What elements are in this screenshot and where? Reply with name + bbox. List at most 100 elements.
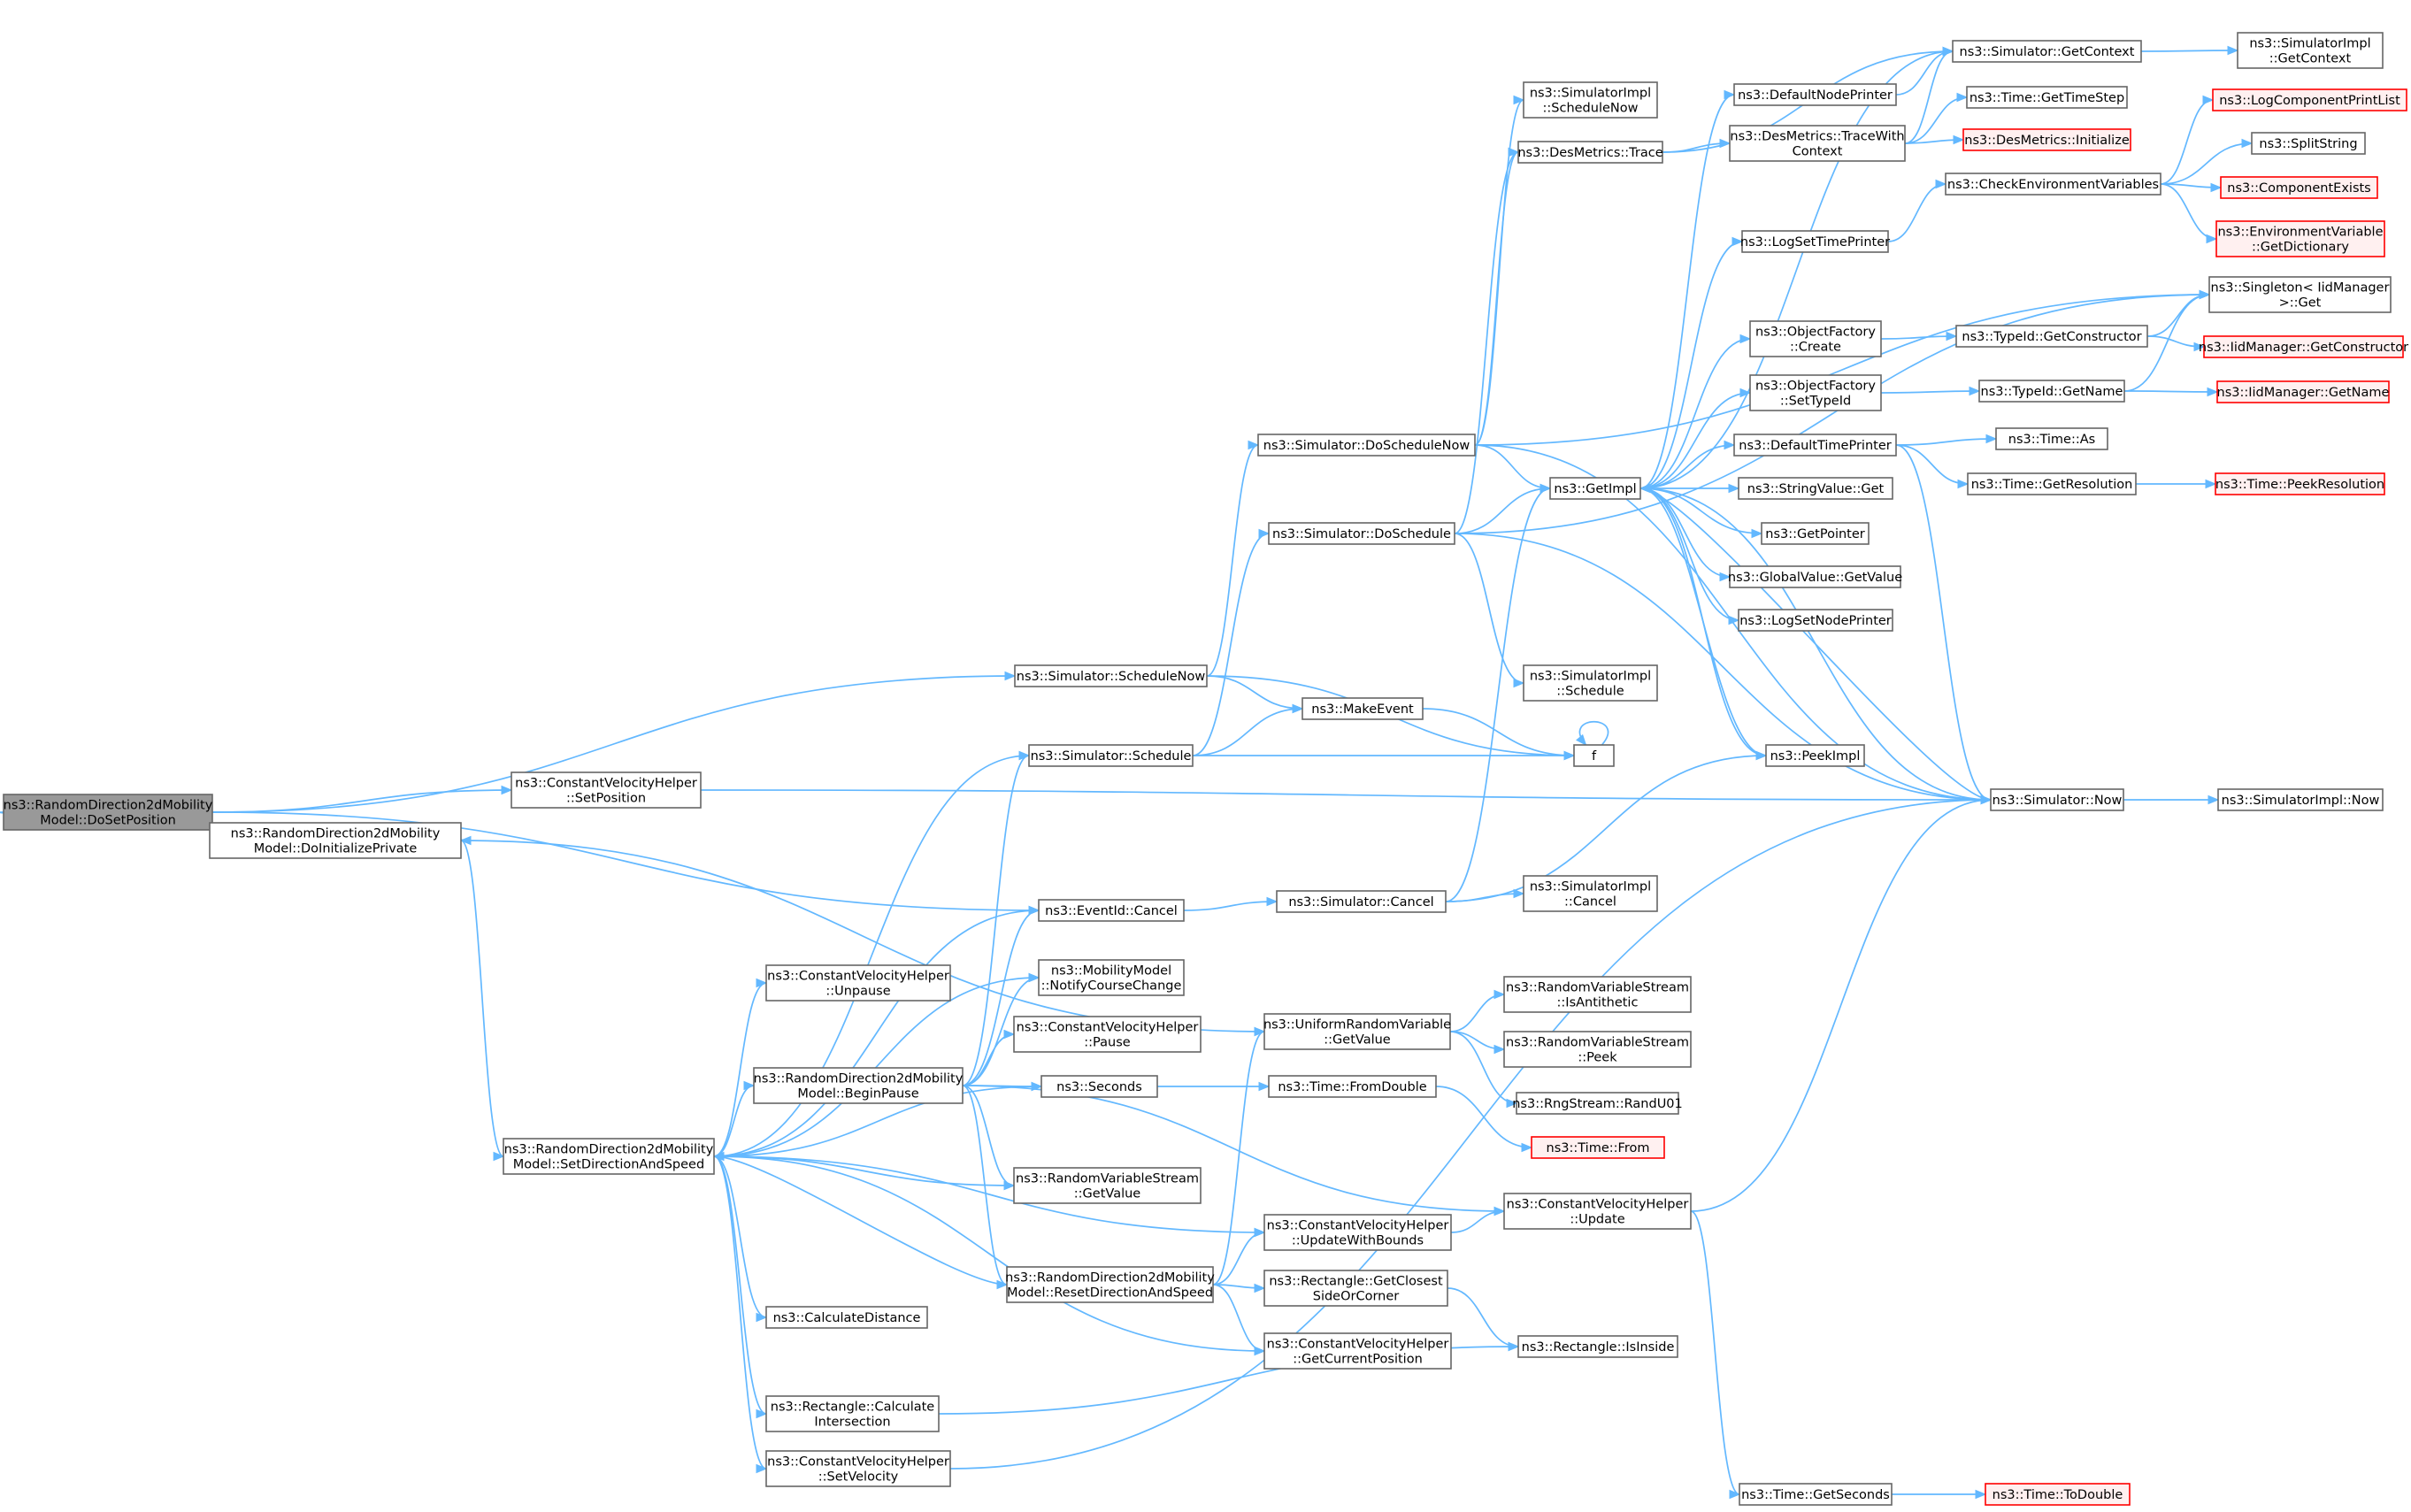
node-cvh-update[interactable]: ns3::ConstantVelocityHelper::Update	[1503, 1193, 1692, 1230]
edge-cvh_updbounds-to-cvh_update	[1450, 1206, 1506, 1233]
node-dosetpos[interactable]: ns3::RandomDirection2dMobilityModel::DoS…	[3, 794, 213, 831]
node-compexists[interactable]: ns3::ComponentExists	[2220, 176, 2378, 199]
node-stringvalue-get[interactable]: ns3::StringValue::Get	[1738, 477, 1893, 500]
node-logsettimeprinter[interactable]: ns3::LogSetTimePrinter	[1740, 230, 1890, 253]
node-box	[1966, 86, 2128, 109]
node-defnodeprinter[interactable]: ns3::DefaultNodePrinter	[1733, 83, 1897, 106]
node-time-gettimestep[interactable]: ns3::Time::GetTimeStep	[1966, 86, 2128, 109]
node-time-getseconds[interactable]: ns3::Time::GetSeconds	[1739, 1483, 1893, 1506]
node-cvh-setvel[interactable]: ns3::ConstantVelocityHelper::SetVelocity	[765, 1450, 951, 1487]
node-globalvalue-get[interactable]: ns3::GlobalValue::GetValue	[1728, 565, 1902, 588]
node-label: ::Peek	[1578, 1051, 1617, 1065]
node-box	[1955, 325, 2148, 348]
node-typeid-getctor[interactable]: ns3::TypeId::GetConstructor	[1955, 325, 2148, 348]
edge-arrowhead	[1957, 479, 1969, 489]
edge-line	[962, 755, 1030, 1086]
node-label: ::Unpause	[825, 985, 890, 999]
node-simimpl-sched[interactable]: ns3::SimulatorImpl::Schedule	[1523, 664, 1658, 702]
node-dosched[interactable]: ns3::Simulator::DoSchedule	[1268, 522, 1455, 545]
edge-line	[1474, 444, 1551, 489]
node-mm-notify[interactable]: ns3::MobilityModel::NotifyCourseChange	[1038, 959, 1185, 996]
node-simimpl-getcontext[interactable]: ns3::SimulatorImpl::GetContext	[2237, 32, 2384, 69]
node-cvh-pause[interactable]: ns3::ConstantVelocityHelper::Pause	[1013, 1016, 1202, 1053]
node-time-as[interactable]: ns3::Time::As	[1995, 427, 2108, 450]
node-urv-getvalue[interactable]: ns3::UniformRandomVariable::GetValue	[1263, 1013, 1451, 1050]
node-typeid-getname[interactable]: ns3::TypeId::GetName	[1978, 380, 2125, 403]
node-getpointer[interactable]: ns3::GetPointer	[1761, 522, 1870, 545]
node-f[interactable]: f	[1573, 744, 1615, 767]
edge-line	[1639, 50, 1954, 489]
node-time-todouble[interactable]: ns3::Time::ToDouble	[1985, 1483, 2131, 1506]
node-singleton-get[interactable]: ns3::Singleton< IidManager>::Get	[2208, 276, 2392, 313]
edge-arrowhead	[1254, 1227, 1266, 1238]
node-objfactory-settypeid[interactable]: ns3::ObjectFactory::SetTypeId	[1749, 374, 1882, 411]
edge-line	[1639, 444, 1735, 489]
edge-dosetpos-to-schednow	[211, 671, 1017, 813]
node-cvh-unpause[interactable]: ns3::ConstantVelocityHelper::Unpause	[765, 964, 951, 1002]
node-makeevent[interactable]: ns3::MakeEvent	[1301, 697, 1424, 720]
node-calcdist[interactable]: ns3::CalculateDistance	[765, 1306, 928, 1329]
node-logsetnodeprinter[interactable]: ns3::LogSetNodePrinter	[1738, 609, 1893, 632]
node-iid-getctor[interactable]: ns3::IidManager::GetConstructor	[2199, 335, 2408, 358]
edge-line	[1639, 487, 1731, 578]
edge-doinit-to-setdir	[460, 840, 505, 1162]
node-fromdouble[interactable]: ns3::Time::FromDouble	[1268, 1075, 1437, 1098]
node-label: ns3::Simulator::Cancel	[1288, 895, 1433, 910]
node-peekimpl[interactable]: ns3::PeekImpl	[1765, 744, 1865, 767]
node-setdir[interactable]: ns3::RandomDirection2dMobilityModel::Set…	[503, 1138, 715, 1175]
edge-time_getres-to-time_peekres	[2136, 479, 2217, 489]
node-checkenv[interactable]: ns3::CheckEnvironmentVariables	[1945, 173, 2161, 196]
node-label: ns3::Simulator::Now	[1993, 794, 2123, 808]
node-simsched[interactable]: ns3::Simulator::Schedule	[1028, 744, 1194, 767]
node-splitstring[interactable]: ns3::SplitString	[2251, 132, 2366, 155]
node-cvh-getpos[interactable]: ns3::ConstantVelocityHelper::GetCurrentP…	[1263, 1332, 1452, 1370]
edge-arrowhead	[1508, 147, 1520, 157]
node-seconds[interactable]: ns3::Seconds	[1040, 1075, 1158, 1098]
node-simimpl-schednow[interactable]: ns3::SimulatorImpl::ScheduleNow	[1523, 81, 1658, 119]
node-resetdir[interactable]: ns3::RandomDirection2dMobilityModel::Res…	[1005, 1266, 1215, 1303]
node-rvs-peek[interactable]: ns3::RandomVariableStream::Peek	[1503, 1031, 1692, 1068]
node-label: ns3::RandomVariableStream	[1506, 1036, 1689, 1050]
node-getimpl[interactable]: ns3::GetImpl	[1549, 477, 1641, 500]
node-simcancel[interactable]: ns3::Simulator::Cancel	[1276, 890, 1447, 913]
node-simnow[interactable]: ns3::Simulator::Now	[1990, 788, 2124, 811]
node-desmetrics-init[interactable]: ns3::DesMetrics::Initialize	[1962, 128, 2131, 151]
edge-arrowhead	[1513, 95, 1525, 105]
node-logcompprintlist[interactable]: ns3::LogComponentPrintList	[2212, 88, 2407, 111]
node-box	[2212, 88, 2407, 111]
node-label: ns3::ConstantVelocityHelper	[1507, 1198, 1689, 1212]
node-rvs-isanti[interactable]: ns3::RandomVariableStream::IsAntithetic	[1503, 976, 1692, 1013]
node-envvar-getdict[interactable]: ns3::EnvironmentVariable::GetDictionary	[2215, 220, 2385, 257]
node-rect-inside[interactable]: ns3::Rectangle::IsInside	[1517, 1335, 1678, 1358]
edge-desmetrics_tracectx-to-time_gettimestep	[1904, 92, 1969, 144]
node-desmetrics-trace[interactable]: ns3::DesMetrics::Trace	[1517, 141, 1663, 164]
node-time-getres[interactable]: ns3::Time::GetResolution	[1967, 472, 2137, 495]
node-iid-getname[interactable]: ns3::IidManager::GetName	[2216, 380, 2390, 403]
node-objfactory-create[interactable]: ns3::ObjectFactory::Create	[1749, 320, 1882, 357]
node-randu01[interactable]: ns3::RngStream::RandU01	[1512, 1092, 1683, 1115]
node-doschednow[interactable]: ns3::Simulator::DoScheduleNow	[1257, 434, 1476, 457]
node-beginpause[interactable]: ns3::RandomDirection2dMobilityModel::Beg…	[753, 1067, 964, 1104]
node-label: ns3::TypeId::GetName	[1981, 385, 2123, 399]
node-deftimeprinter[interactable]: ns3::DefaultTimePrinter	[1733, 434, 1897, 457]
node-rvs-getvalue[interactable]: ns3::RandomVariableStream::GetValue	[1013, 1167, 1202, 1204]
edge-desmetrics_tracectx-to-desmetrics_init	[1904, 134, 1965, 145]
node-cvh-updbounds[interactable]: ns3::ConstantVelocityHelper::UpdateWithB…	[1263, 1214, 1452, 1251]
node-schednow[interactable]: ns3::Simulator::ScheduleNow	[1014, 664, 1208, 687]
node-box	[1741, 230, 1889, 253]
node-eventcancel[interactable]: ns3::EventId::Cancel	[1038, 899, 1185, 922]
node-simgetcontext[interactable]: ns3::Simulator::GetContext	[1952, 40, 2142, 63]
node-label: ns3::TypeId::GetConstructor	[1962, 330, 2141, 344]
node-time-from[interactable]: ns3::Time::From	[1531, 1136, 1665, 1159]
node-simimpl-now[interactable]: ns3::SimulatorImpl::Now	[2217, 788, 2384, 811]
node-doinit[interactable]: ns3::RandomDirection2dMobilityModel::DoI…	[209, 822, 462, 859]
edge-line	[1474, 151, 1519, 446]
node-time-peekres[interactable]: ns3::Time::PeekResolution	[2215, 472, 2385, 495]
node-cvh-setpos[interactable]: ns3::ConstantVelocityHelper::SetPosition	[511, 771, 702, 809]
node-label: ::Cancel	[1564, 895, 1616, 910]
node-simimpl-cancel[interactable]: ns3::SimulatorImpl::Cancel	[1523, 875, 1658, 912]
edge-rect_closest-to-rect_inside	[1447, 1287, 1520, 1352]
